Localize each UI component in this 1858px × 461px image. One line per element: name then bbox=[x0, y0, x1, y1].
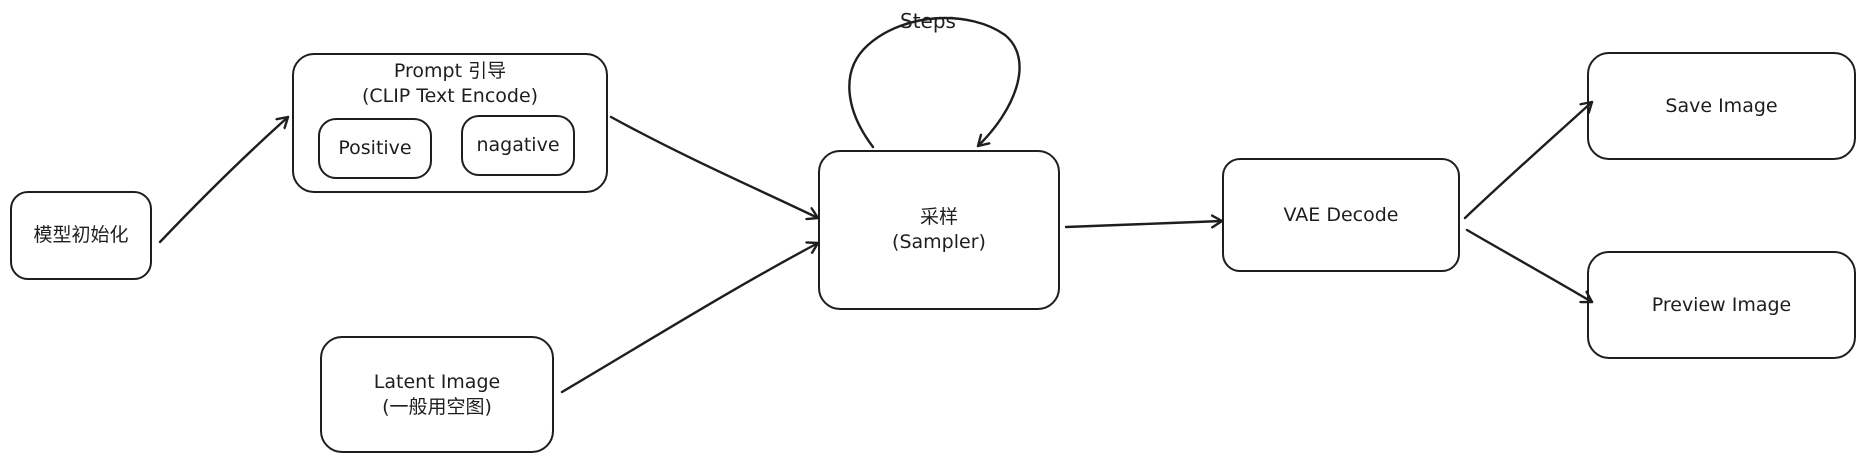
node-prompt-label-line-1: Prompt 引导 bbox=[393, 60, 507, 82]
node-latent-label-line-2: (一般用空图) bbox=[382, 395, 492, 418]
node-latent-image[interactable]: Latent Image (一般用空图) bbox=[320, 336, 554, 453]
node-sampler-label-line-1: 采样 bbox=[919, 206, 958, 229]
edge-sampler-to-vae bbox=[1064, 221, 1224, 227]
node-sampler-label-line-2: (Sampler) bbox=[892, 231, 986, 253]
node-save-image[interactable]: Save Image bbox=[1587, 52, 1856, 160]
node-latent-label-line-1: Latent Image bbox=[373, 370, 501, 393]
node-sampler[interactable]: 采样 (Sampler) bbox=[818, 150, 1060, 310]
node-preview-image[interactable]: Preview Image bbox=[1587, 251, 1856, 359]
edge-vae-to-preview bbox=[1465, 228, 1594, 302]
edge-prompt-to-sampler bbox=[609, 115, 820, 218]
node-prompt-group[interactable]: Prompt 引导 (CLIP Text Encode) bbox=[292, 53, 608, 193]
node-model-init[interactable]: 模型初始化 bbox=[10, 191, 152, 280]
node-positive[interactable]: Positive bbox=[318, 118, 432, 179]
node-vae-decode[interactable]: VAE Decode bbox=[1222, 158, 1460, 272]
node-model-init-label: 模型初始化 bbox=[33, 224, 129, 247]
edge-vae-to-save bbox=[1463, 100, 1594, 220]
edge-sampler-steps-loop bbox=[848, 16, 1021, 149]
node-preview-label: Preview Image bbox=[1651, 293, 1792, 316]
node-save-label: Save Image bbox=[1665, 94, 1778, 117]
node-prompt-label-line-2: (CLIP Text Encode) bbox=[361, 84, 539, 107]
edge-latent-to-sampler bbox=[560, 243, 820, 394]
steps-loop-label: Steps bbox=[900, 9, 956, 33]
node-vae-label: VAE Decode bbox=[1283, 203, 1399, 226]
node-positive-label: Positive bbox=[338, 137, 412, 160]
node-negative-label: nagative bbox=[476, 134, 560, 157]
edge-model-init-to-prompt bbox=[158, 115, 290, 244]
node-negative[interactable]: nagative bbox=[461, 115, 575, 176]
